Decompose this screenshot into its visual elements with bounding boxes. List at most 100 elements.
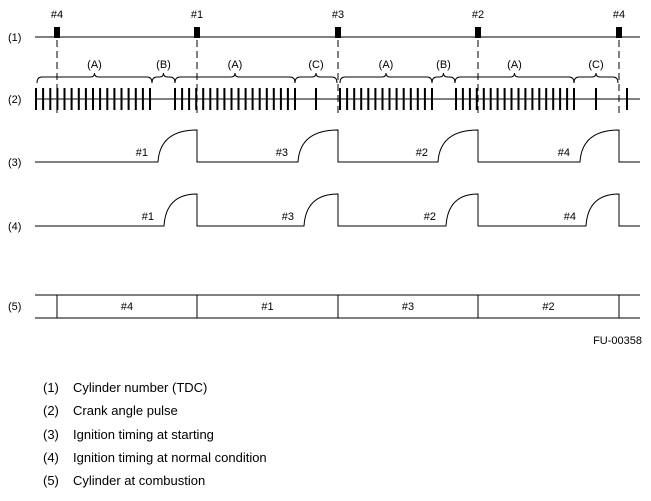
crank-pulse — [531, 88, 534, 110]
tdc-marker — [475, 27, 481, 38]
legend-number: (2) — [43, 403, 59, 419]
tdc-marker — [54, 27, 60, 38]
crank-pulse — [353, 88, 356, 110]
tdc-label: #4 — [613, 9, 625, 21]
combustion-cell-label: #2 — [542, 301, 554, 313]
row-label: (2) — [8, 94, 21, 106]
tdc-row: #4#1#3#2#4 — [35, 9, 640, 38]
group-label: (C) — [308, 59, 323, 71]
combustion-cell-label: #4 — [121, 301, 133, 313]
crank-pulse — [195, 88, 198, 110]
group-brace — [454, 72, 575, 84]
ignition-start-label: #2 — [416, 147, 428, 159]
crank-pulse — [595, 88, 597, 110]
crank-pulse — [381, 88, 384, 110]
group-brace — [431, 72, 456, 84]
crank-pulse — [538, 88, 541, 110]
row-labels: (1) (2) (3) (4) (5) — [8, 32, 21, 313]
tdc-label: #1 — [191, 9, 203, 21]
crank-pulse — [294, 88, 296, 110]
legend: (1) Cylinder number (TDC) (2) Crank angle … — [43, 380, 267, 496]
row-label: (3) — [8, 157, 21, 169]
crank-pulse — [339, 88, 341, 110]
ignition-normal-label: #3 — [282, 211, 294, 223]
crank-pulse — [202, 88, 205, 110]
crank-pulse — [626, 88, 628, 110]
ignition-normal-waveform — [35, 193, 640, 227]
crank-pulse — [127, 88, 130, 110]
crank-pulse — [545, 88, 548, 110]
crank-pulse — [524, 88, 527, 110]
group-label: (A) — [87, 59, 102, 71]
crank-pulse — [258, 88, 261, 110]
crank-pulse — [455, 88, 457, 110]
crank-pulse — [374, 88, 377, 110]
tdc-marker — [335, 27, 341, 38]
crank-group-braces: (A)(B)(A)(C)(A)(B)(A)(C) — [36, 59, 619, 84]
crank-pulse — [416, 88, 419, 110]
tdc-label: #2 — [472, 9, 484, 21]
crank-pulse — [272, 88, 275, 110]
crank-pulse — [77, 88, 80, 110]
crank-pulse — [346, 88, 349, 110]
crank-pulse — [423, 88, 426, 110]
crank-pulse — [395, 88, 398, 110]
crank-pulse — [63, 88, 66, 110]
group-brace — [339, 72, 433, 84]
crank-pulse — [223, 88, 226, 110]
crank-pulse-row — [35, 88, 640, 110]
group-brace — [573, 72, 619, 84]
crank-pulse — [517, 88, 520, 110]
ignition-normal-label: #1 — [142, 211, 154, 223]
legend-text: Cylinder number (TDC) — [73, 380, 208, 395]
crank-pulse — [559, 88, 562, 110]
tdc-label: #4 — [51, 9, 63, 21]
crank-pulse — [496, 88, 499, 110]
crank-pulse — [181, 88, 184, 110]
ignition-start-label: #3 — [276, 147, 288, 159]
crank-pulse — [49, 88, 52, 110]
crank-pulse — [265, 88, 268, 110]
group-brace — [151, 72, 176, 84]
ignition-start-waveform — [35, 129, 640, 163]
crank-pulse — [35, 88, 37, 110]
crank-pulse — [141, 88, 144, 110]
crank-pulse — [279, 88, 282, 110]
legend-text: Ignition timing at starting — [73, 426, 214, 442]
crank-pulse — [468, 88, 471, 110]
crank-pulse — [216, 88, 219, 110]
crank-pulse — [149, 88, 151, 110]
legend-text: Crank angle pulse — [73, 403, 178, 419]
crank-pulse — [70, 88, 73, 110]
row-label: (4) — [8, 221, 21, 233]
row-label: (1) — [8, 32, 21, 44]
legend-text: Cylinder at combustion — [73, 473, 206, 489]
legend-text: Ignition timing at normal condition — [73, 449, 267, 465]
group-label: (B) — [156, 59, 171, 71]
figure-code: FU-00358 — [593, 335, 642, 347]
crank-pulse — [475, 88, 478, 110]
crank-pulse — [489, 88, 492, 110]
crank-pulse — [573, 88, 575, 110]
combustion-row: #4#1#3#2 — [35, 294, 640, 319]
tdc-marker — [616, 27, 622, 38]
crank-pulse — [99, 88, 102, 110]
group-brace — [36, 72, 153, 84]
group-brace — [174, 72, 296, 84]
legend-number: (1) — [43, 380, 59, 395]
legend-item: (2) Crank angle pulse — [43, 403, 267, 426]
row-label: (5) — [8, 301, 21, 313]
crank-pulse — [92, 88, 94, 110]
crank-pulse — [209, 88, 212, 110]
crank-pulse — [286, 88, 289, 110]
group-label: (A) — [379, 59, 394, 71]
legend-item: (1) Cylinder number (TDC) — [43, 380, 267, 403]
crank-pulse — [251, 88, 254, 110]
group-label: (A) — [228, 59, 243, 71]
crank-pulse — [237, 88, 240, 110]
legend-item: (4)Ignition timing at normal condition — [43, 450, 267, 473]
combustion-cell-label: #3 — [402, 301, 414, 313]
crank-pulse — [461, 88, 464, 110]
legend-item: (5)Cylinder at combustion — [43, 473, 267, 496]
